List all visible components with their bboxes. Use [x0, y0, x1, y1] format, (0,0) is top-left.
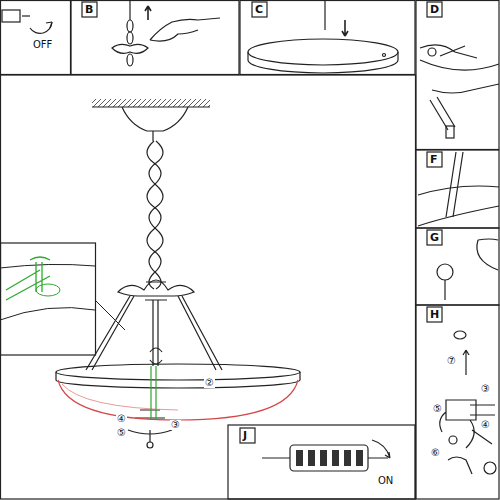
- panel-letter: C: [255, 4, 263, 15]
- terminal-block: [356, 450, 363, 466]
- switch-label: ON: [377, 476, 394, 486]
- terminal-block: [332, 450, 339, 466]
- callout-number: ⑥: [430, 448, 441, 458]
- terminal-block: [308, 450, 315, 466]
- panel-letter: B: [85, 4, 93, 15]
- callout-number: ②: [204, 378, 215, 388]
- panel-letter: H: [430, 309, 439, 320]
- callout-number: ⑤: [432, 404, 443, 414]
- panel-letter: G: [430, 232, 439, 243]
- callout-number: ⑤: [116, 428, 127, 438]
- callout-number: ③: [170, 420, 181, 430]
- panel-letter: D: [430, 4, 439, 15]
- terminal-block: [296, 450, 303, 466]
- callout-number: ④: [480, 420, 491, 430]
- panel-letter: J: [243, 430, 247, 441]
- callout-number: ⑦: [446, 356, 457, 366]
- switch-label: OFF: [32, 40, 53, 50]
- callout-number: ③: [480, 384, 491, 394]
- panel-letter: F: [430, 154, 438, 165]
- terminal-block: [320, 450, 327, 466]
- callout-number: ④: [116, 414, 127, 424]
- terminal-block: [344, 450, 351, 466]
